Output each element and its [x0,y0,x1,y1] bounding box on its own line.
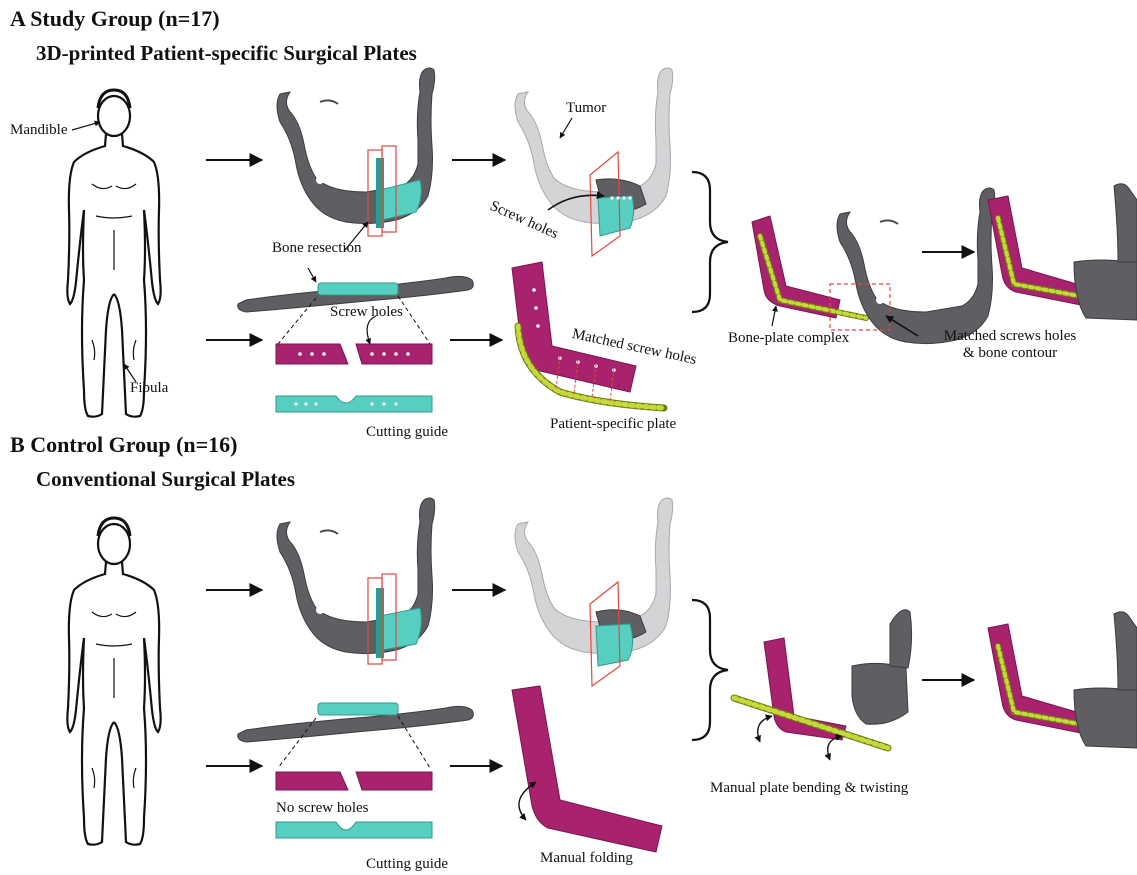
brace-icon [692,172,728,312]
bone-plate-complex-label: Bone-plate complex [728,330,849,347]
matched-screws-label: Matched screws holes & bone contour [920,328,1100,362]
fibula-label: Fibula [130,380,168,397]
no-screw-holes-label: No screw holes [276,800,368,817]
patient-specific-plate-label: Patient-specific plate [550,416,676,433]
screw-holes-fibula-label: Screw holes [330,304,403,321]
panel-a-heading: A Study Group (n=17) [10,6,220,32]
mandible-label: Mandible [10,122,68,139]
resected-mandible-b [515,498,673,686]
matched-screws-label-line1: Matched screws holes [920,328,1100,345]
panel-a-letter: A [10,6,25,31]
mandible-pointer [72,122,100,130]
panel-b-letter: B [10,432,25,457]
cutting-guide-b-label: Cutting guide [366,856,448,873]
panel-b [67,498,1137,852]
panel-b-title: Control Group (n=16) [30,432,237,457]
panel-b-subtitle: Conventional Surgical Plates [36,466,295,492]
cutting-guide-a [276,396,432,412]
bone-plate-complex [752,188,995,344]
cutting-guide-b [276,822,432,838]
manual-folding-label: Manual folding [540,850,633,867]
mandible-with-guide [277,68,435,250]
final-reconstruction-b [988,612,1137,748]
brace-icon [692,600,728,740]
fibula-guide [318,283,398,295]
cutting-guide-a-label: Cutting guide [366,424,448,441]
panel-a-subtitle: 3D-printed Patient-specific Surgical Pla… [36,40,417,66]
mandible-with-guide-b [277,498,435,664]
panel-a-title: Study Group (n=17) [30,6,219,31]
panel-a [67,68,1137,417]
final-reconstruction-a [988,184,1137,320]
manual-plate-bending [734,610,912,760]
matched-screws-label-line2: & bone contour [920,345,1100,362]
folded-fibula-b [512,686,662,852]
tumor-label: Tumor [566,100,606,117]
person-outline-icon [67,90,160,417]
person-outline-icon [67,518,160,845]
bone-resection-label: Bone resection [272,240,362,257]
fibula-segments-with-holes [276,316,432,364]
fibula-guide-b [318,703,398,715]
manual-bending-label: Manual plate bending & twisting [710,780,908,797]
fibula-segments-no-holes [276,772,432,790]
panel-b-heading: B Control Group (n=16) [10,432,238,458]
